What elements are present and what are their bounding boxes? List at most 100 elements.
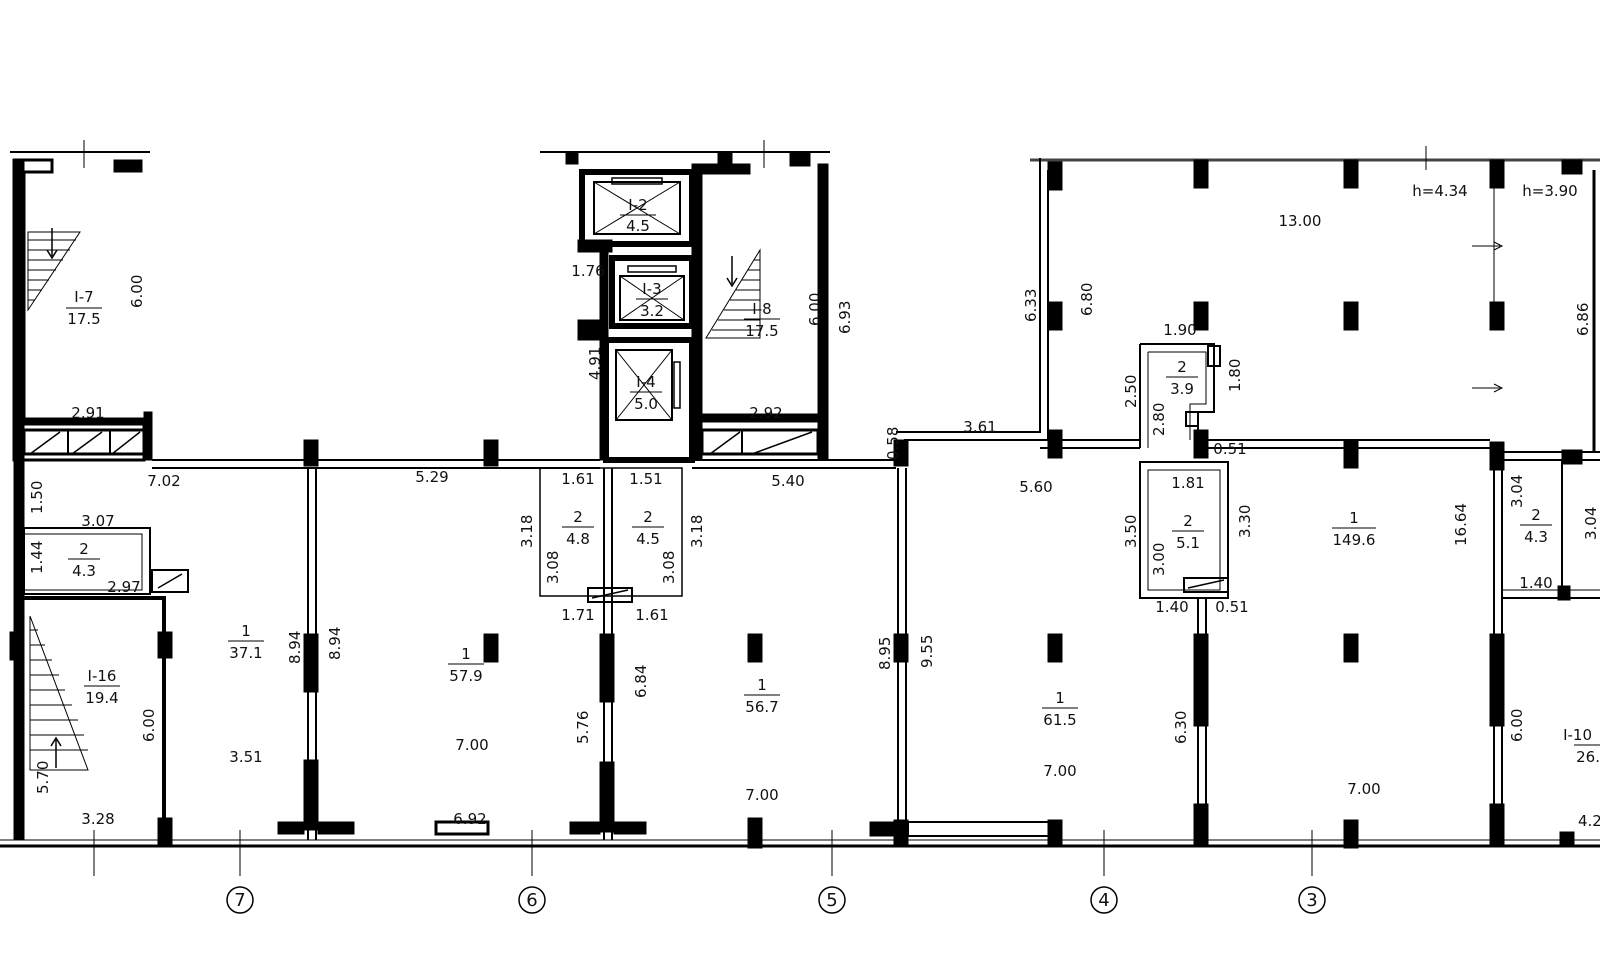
dimension-label: 3.00 — [1150, 543, 1168, 576]
room-label: I-45.0 — [630, 373, 662, 413]
dimension-label: 0.51 — [1213, 440, 1246, 458]
svg-text:3.2: 3.2 — [640, 302, 664, 320]
dimension-label: 3.08 — [544, 551, 562, 584]
axis-label-7: 7 — [234, 890, 245, 911]
dimension-label: 7.00 — [745, 786, 778, 804]
svg-text:5.1: 5.1 — [1176, 534, 1200, 552]
room-label: 23.9 — [1166, 358, 1198, 398]
dimension-label: 1.90 — [1163, 321, 1196, 339]
svg-text:I-16: I-16 — [88, 667, 117, 685]
dimension-label: 1.44 — [28, 541, 46, 574]
dimension-label: 3.51 — [229, 748, 262, 766]
svg-text:4.3: 4.3 — [72, 562, 96, 580]
dimension-label: 6.80 — [1078, 283, 1096, 316]
room-label: I-24.5 — [620, 196, 656, 235]
dimension-label: 0.58 — [884, 427, 902, 460]
svg-text:56.7: 56.7 — [745, 698, 778, 716]
dimension-label: 1.61 — [561, 470, 594, 488]
dimension-label: 8.95 — [876, 637, 894, 670]
dimension-label: 6.00 — [1508, 709, 1526, 742]
room-I-7-walls — [12, 158, 153, 462]
dimension-label: 6.00 — [128, 275, 146, 308]
dimension-label: 8.94 — [326, 627, 344, 660]
room-label: I-717.5 — [66, 288, 102, 328]
dimension-label: 13.00 — [1279, 212, 1322, 230]
dimension-label: h=3.90 — [1522, 182, 1577, 200]
svg-text:I-4: I-4 — [636, 373, 655, 391]
dimension-label: 2.91 — [71, 404, 104, 422]
dimension-label: 7.00 — [1043, 762, 1076, 780]
svg-text:3.9: 3.9 — [1170, 380, 1194, 398]
svg-text:26.: 26. — [1576, 748, 1600, 766]
dimension-label: 3.18 — [688, 515, 706, 548]
dimension-label: 1.81 — [1171, 474, 1204, 492]
dimension-label: 5.60 — [1019, 478, 1052, 496]
dimension-label: 1.40 — [1519, 574, 1552, 592]
dimension-label: 3.61 — [963, 418, 996, 436]
svg-text:5.0: 5.0 — [634, 395, 658, 413]
svg-text:37.1: 37.1 — [229, 644, 262, 662]
axis-label-4: 4 — [1098, 890, 1109, 911]
dimension-label: 4.2 — [1578, 812, 1600, 830]
dimension-label: 3.07 — [81, 512, 114, 530]
svg-text:4.8: 4.8 — [566, 530, 590, 548]
room-label: 24.3 — [1520, 506, 1552, 546]
room-label: 161.5 — [1042, 689, 1078, 729]
dimension-label: 7.02 — [147, 472, 180, 490]
dimension-label: 1.76 — [571, 262, 604, 280]
dimension-label: 5.29 — [415, 468, 448, 486]
dimension-label: 3.28 — [81, 810, 114, 828]
dimension-label: 6.33 — [1022, 289, 1040, 322]
room-label: 137.1 — [228, 622, 264, 662]
room-label: 24.3 — [68, 540, 100, 580]
dimension-label: 2.50 — [1122, 375, 1140, 408]
room-label: I-16 19.4 — [84, 667, 120, 707]
room-label: 24.5 — [632, 508, 664, 548]
dimension-label: 3.30 — [1236, 505, 1254, 538]
svg-text:2: 2 — [1177, 358, 1187, 376]
svg-text:2: 2 — [643, 508, 653, 526]
room-label: I-33.2 — [636, 280, 668, 320]
dimension-label: 9.55 — [918, 635, 936, 668]
dimension-label: 5.70 — [34, 761, 52, 794]
lower-facade — [0, 140, 1600, 876]
dimension-label: 6.92 — [453, 810, 486, 828]
dimension-label: 6.00 — [806, 293, 824, 326]
svg-text:1: 1 — [757, 676, 767, 694]
dimension-label: 6.30 — [1172, 711, 1190, 744]
room-labels: I-717.5 I-24.5 I-33.2 I-45.0 I-817.5 I-1… — [66, 196, 1600, 766]
axis-markers — [226, 886, 1326, 914]
svg-text:1: 1 — [1349, 509, 1359, 527]
svg-text:61.5: 61.5 — [1043, 711, 1076, 729]
dimension-label: 6.84 — [632, 665, 650, 698]
svg-text:I-8: I-8 — [752, 300, 771, 318]
dimension-label: 7.00 — [455, 736, 488, 754]
middle-wall — [152, 158, 1600, 469]
dimension-label: 16.64 — [1452, 503, 1470, 546]
room-label: I-8 17.5 — [744, 300, 780, 340]
svg-text:19.4: 19.4 — [85, 689, 118, 707]
svg-text:4.5: 4.5 — [636, 530, 660, 548]
dimension-label: 2.92 — [749, 404, 782, 422]
svg-text:2: 2 — [573, 508, 583, 526]
svg-text:1: 1 — [1055, 689, 1065, 707]
svg-text:I-7: I-7 — [74, 288, 93, 306]
dimension-label: 1.80 — [1226, 359, 1244, 392]
dimension-label: 6.86 — [1574, 303, 1592, 336]
room-label: 157.9 — [448, 645, 484, 685]
svg-text:I-3: I-3 — [642, 280, 661, 298]
dimension-label: 4.91 — [586, 347, 604, 380]
dimension-label: 1.51 — [629, 470, 662, 488]
room-label: 25.1 — [1172, 512, 1204, 552]
dimension-label: 3.04 — [1582, 507, 1600, 540]
dimension-label: 8.94 — [286, 631, 304, 664]
svg-text:4.5: 4.5 — [626, 217, 650, 235]
axis-labels: 7 6 5 4 3 — [234, 890, 1317, 911]
svg-text:17.5: 17.5 — [745, 322, 778, 340]
dimension-label: 2.97 — [107, 578, 140, 596]
dimension-label: 3.04 — [1508, 475, 1526, 508]
svg-text:149.6: 149.6 — [1333, 531, 1376, 549]
svg-text:1: 1 — [241, 622, 251, 640]
axis-label-6: 6 — [526, 890, 537, 911]
